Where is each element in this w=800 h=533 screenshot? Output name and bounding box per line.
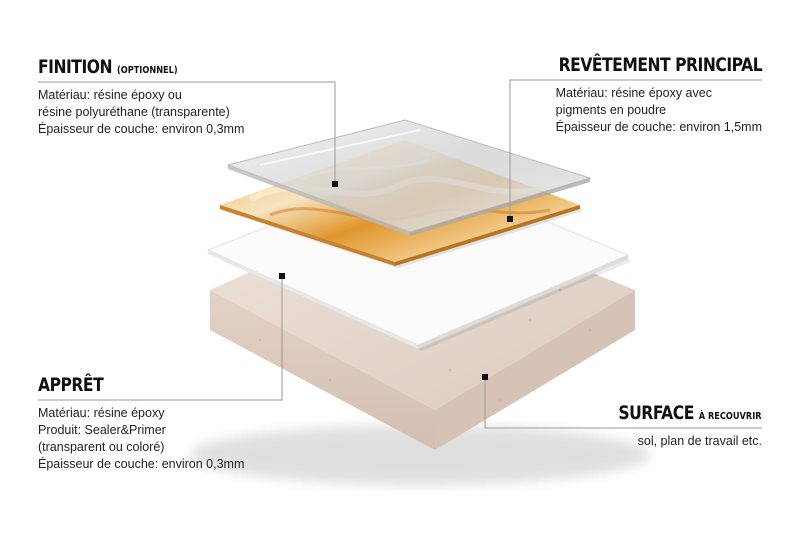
finition-line-thickness: Épaisseur de couche: environ 0,3mm: [38, 122, 245, 136]
appret-description: Matériau: résine époxy Produit: Sealer&P…: [38, 405, 244, 473]
surface-title-text: SURFACE: [618, 402, 695, 424]
label-finition: FINITION (OPTIONNEL): [38, 56, 208, 78]
revetement-line-thickness: Épaisseur de couche: environ 1,5mm: [555, 120, 762, 134]
appret-title: APPRÊT: [38, 374, 104, 396]
marker-revetement: [507, 216, 513, 222]
leader-finition: [38, 81, 336, 184]
revetement-line-material-2: pigments en poudre: [555, 103, 667, 117]
appret-line-color: (transparent ou coloré): [38, 440, 165, 454]
surface-title-suffix: À RECOUVRIR: [699, 411, 762, 422]
finition-line-material-2: résine polyuréthane (transparente): [38, 105, 230, 119]
leader-surface: [484, 377, 762, 429]
finition-title-suffix: (OPTIONNEL): [116, 65, 178, 76]
surface-title: SURFACE À RECOUVRIR: [619, 402, 762, 424]
finition-line-material: Matériau: résine époxy ou: [38, 88, 182, 102]
glass-finish-layer: [226, 119, 592, 236]
appret-line-thickness: Épaisseur de couche: environ 0,3mm: [38, 457, 245, 471]
revetement-title: REVÊTEMENT PRINCIPAL: [558, 54, 763, 76]
surface-description: sol, plan de travail etc.: [638, 433, 762, 450]
revetement-title-text: REVÊTEMENT PRINCIPAL: [558, 54, 763, 76]
label-surface: SURFACE À RECOUVRIR: [587, 402, 762, 424]
finition-description: Matériau: résine époxy ou résine polyuré…: [38, 87, 244, 138]
appret-title-text: APPRÊT: [38, 374, 104, 396]
appret-line-product: Produit: Sealer&Primer: [38, 423, 166, 437]
label-revetement: REVÊTEMENT PRINCIPAL: [514, 54, 763, 76]
label-appret: APPRÊT: [38, 374, 118, 396]
surface-line-examples: sol, plan de travail etc.: [637, 434, 762, 448]
revetement-line-material: Matériau: résine époxy avec: [555, 86, 712, 100]
finition-title: FINITION (OPTIONNEL): [38, 56, 178, 78]
leader-lines: [38, 79, 762, 429]
leader-revetement: [509, 79, 762, 219]
appret-line-material: Matériau: résine époxy: [38, 406, 165, 420]
finition-title-text: FINITION: [38, 56, 113, 78]
leader-appret: [38, 276, 283, 401]
ground-shadow: [190, 425, 650, 485]
marker-surface: [482, 374, 488, 380]
marker-appret: [279, 273, 285, 279]
markers: [279, 181, 513, 380]
revetement-description: Matériau: résine époxy avec pigments en …: [556, 85, 762, 136]
marker-finition: [332, 181, 338, 187]
